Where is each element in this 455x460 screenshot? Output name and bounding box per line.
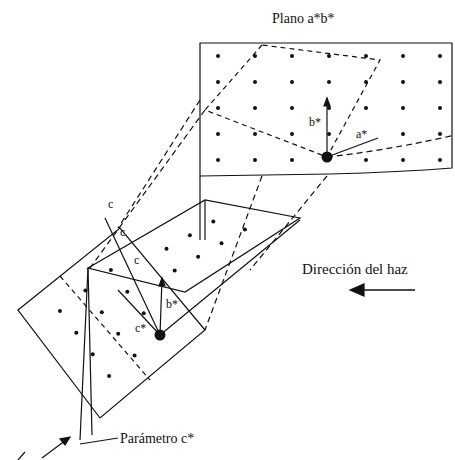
lattice-point — [196, 255, 200, 259]
lattice-point — [438, 106, 442, 110]
lattice-point — [253, 54, 257, 58]
lattice-point — [364, 54, 368, 58]
lattice-point — [290, 158, 294, 162]
lattice-point — [438, 54, 442, 58]
lattice-point — [364, 106, 368, 110]
lattice-point — [220, 241, 224, 245]
lattice-point — [290, 80, 294, 84]
lattice-point — [116, 332, 120, 336]
lattice-point — [216, 132, 220, 136]
lattice-point — [401, 54, 405, 58]
lattice-point — [253, 132, 257, 136]
lattice-point — [438, 158, 442, 162]
vector-label: b* — [309, 116, 321, 128]
lattice-point — [58, 309, 62, 313]
lattice-point — [91, 352, 95, 356]
vector-label: c* — [135, 322, 146, 334]
lattice-point — [216, 80, 220, 84]
parameter-label: Parámetro c* — [120, 432, 194, 446]
lattice-point — [216, 54, 220, 58]
vector-label: a* — [356, 128, 367, 140]
lattice-point — [188, 233, 192, 237]
lattice-point — [401, 132, 405, 136]
lattice-point — [173, 268, 177, 272]
lattice-point — [107, 374, 111, 378]
axis-label: c — [120, 226, 125, 238]
lattice-point — [211, 220, 215, 224]
lattice-point — [216, 106, 220, 110]
lattice-point — [290, 54, 294, 58]
lattice-point — [253, 158, 257, 162]
lattice-point — [327, 54, 331, 58]
plane-title: Plano a*b* — [272, 12, 335, 26]
lattice-point — [133, 353, 137, 357]
lattice-point — [243, 228, 247, 232]
lattice-point — [100, 310, 104, 314]
lattice-point — [216, 158, 220, 162]
lattice-point — [401, 106, 405, 110]
beam-direction-label: Dirección del haz — [302, 262, 408, 277]
axis-label: c — [134, 254, 139, 266]
lattice-point — [165, 247, 169, 251]
lattice-point — [401, 80, 405, 84]
lattice-point — [327, 106, 331, 110]
lattice-point — [109, 268, 113, 272]
lattice-point — [125, 290, 129, 294]
lattice-point — [253, 106, 257, 110]
lattice-point — [438, 80, 442, 84]
lattice-point — [253, 80, 257, 84]
lattice-point — [327, 80, 331, 84]
lattice-point — [290, 132, 294, 136]
lattice-point — [364, 158, 368, 162]
lattice-point — [142, 311, 146, 315]
lattice-point — [83, 289, 87, 293]
lattice-point — [401, 158, 405, 162]
lattice-point — [438, 132, 442, 136]
axis-label: c — [108, 198, 113, 210]
lattice-point — [74, 331, 78, 335]
lattice-point — [290, 106, 294, 110]
lattice-point — [364, 80, 368, 84]
lattice-point — [327, 132, 331, 136]
vector-label: b* — [166, 298, 178, 310]
